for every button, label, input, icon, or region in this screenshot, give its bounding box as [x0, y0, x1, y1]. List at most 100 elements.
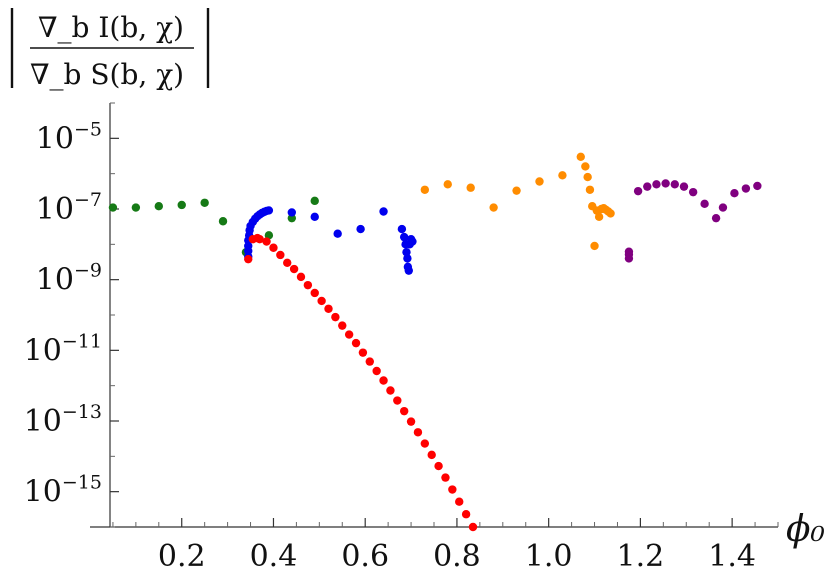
y-tick-exponent: −11: [62, 330, 102, 352]
data-point: [200, 198, 209, 207]
series-3: [420, 152, 615, 251]
data-point: [585, 185, 595, 194]
data-point: [244, 254, 253, 264]
series-1: [244, 206, 417, 275]
data-point: [287, 208, 297, 217]
data-point: [131, 203, 141, 212]
data-point: [333, 229, 342, 238]
data-point: [402, 247, 411, 257]
data-point: [688, 187, 698, 197]
y-tick-exponent: −5: [74, 118, 102, 140]
x-axis-label: ϕ₀: [786, 509, 825, 550]
data-point: [262, 237, 271, 246]
y-tick-exponent: −15: [62, 472, 102, 494]
data-point: [670, 180, 679, 189]
x-tick-label: 1.2: [617, 539, 665, 574]
data-point: [594, 212, 604, 222]
data-point: [289, 264, 299, 274]
data-point: [358, 348, 368, 357]
data-point: [443, 180, 452, 189]
data-point: [711, 213, 721, 223]
data-point: [643, 182, 652, 191]
data-point: [310, 212, 319, 222]
data-point: [606, 209, 615, 218]
y-tick-base: 10: [36, 121, 74, 156]
data-point: [276, 250, 285, 260]
data-point: [741, 184, 751, 193]
data-point: [730, 189, 739, 198]
data-point: [344, 330, 354, 339]
y-tick-label: 10−13: [24, 401, 102, 439]
ylabel-denominator: ∇_b S(b, χ): [30, 58, 184, 91]
y-axis-label: ∇_b I(b, χ) ∇_b S(b, χ): [10, 8, 210, 91]
data-point: [397, 224, 407, 234]
data-point: [468, 522, 478, 532]
data-point: [269, 243, 278, 252]
data-point: [679, 182, 689, 191]
data-point: [408, 237, 417, 246]
series-0: [108, 196, 319, 257]
data-point: [413, 428, 423, 437]
x-tick-label: 0.8: [433, 539, 481, 574]
data-point: [633, 186, 643, 196]
data-point: [583, 172, 592, 182]
data-point: [558, 171, 567, 180]
data-point: [177, 200, 186, 210]
data-point: [399, 232, 409, 242]
y-tick-base: 10: [24, 475, 62, 510]
data-point: [108, 203, 118, 212]
data-point: [461, 510, 471, 519]
y-tick-label: 10−11: [24, 330, 102, 368]
series-4: [624, 179, 762, 263]
data-point: [386, 386, 395, 395]
y-tick-label: 10−15: [24, 472, 102, 510]
data-points: [108, 152, 762, 532]
data-point: [427, 450, 436, 460]
data-point: [283, 258, 292, 268]
series-2: [244, 233, 478, 532]
data-point: [356, 224, 365, 234]
y-tick-exponent: −13: [62, 401, 102, 423]
data-point: [379, 207, 388, 216]
x-tick-label: 0.6: [341, 539, 389, 574]
y-tick-exponent: −9: [74, 260, 102, 282]
y-tick-exponent: −7: [74, 189, 102, 211]
x-tick-label: 1.0: [525, 539, 573, 574]
y-tick-label: 10−9: [36, 260, 102, 298]
data-point: [303, 280, 313, 290]
data-point: [393, 396, 402, 405]
y-tick-base: 10: [36, 263, 74, 298]
data-point: [489, 203, 498, 212]
data-point: [264, 206, 274, 215]
data-point: [576, 152, 585, 162]
data-point: [399, 406, 409, 416]
data-point: [420, 185, 430, 194]
data-point: [512, 186, 521, 195]
data-point: [154, 202, 163, 211]
data-point: [406, 417, 416, 426]
data-point: [324, 304, 333, 313]
data-point: [581, 162, 590, 171]
data-point: [218, 217, 228, 226]
data-point: [287, 213, 297, 223]
data-point: [455, 497, 464, 506]
data-point: [310, 196, 319, 206]
data-point: [448, 485, 457, 494]
data-point: [255, 234, 264, 244]
data-point: [365, 357, 374, 366]
data-point: [466, 183, 475, 192]
x-tick-label: 0.2: [158, 539, 206, 574]
data-point: [420, 439, 430, 448]
data-point: [652, 180, 661, 189]
x-tick-label: 1.4: [708, 539, 756, 574]
data-point: [403, 254, 412, 263]
y-tick-base: 10: [36, 192, 74, 227]
data-point: [753, 181, 762, 191]
y-tick-label: 10−5: [36, 118, 102, 156]
data-point: [331, 312, 340, 322]
data-point: [310, 288, 319, 298]
y-tick-base: 10: [24, 404, 62, 439]
